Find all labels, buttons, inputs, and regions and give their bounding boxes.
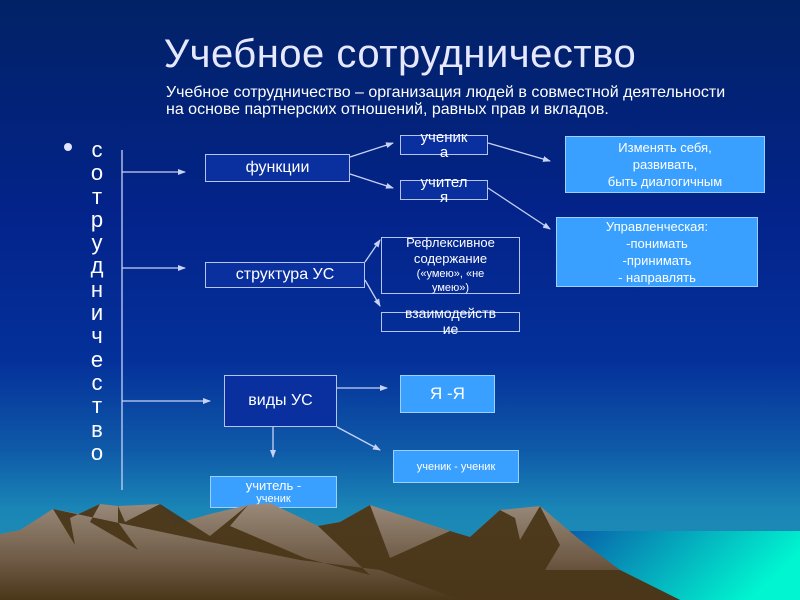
- vertical-letter: у: [91, 230, 103, 256]
- interaction-label-1: взаимодейств: [404, 305, 497, 321]
- mountain-shadow: [53, 504, 680, 600]
- structure-label: структура УС: [235, 266, 335, 283]
- arrow-structure-reflexive: [364, 239, 381, 263]
- arrow-teacher-function: [487, 187, 551, 230]
- vertical-letter: о: [90, 160, 104, 186]
- slide-title: Учебное сотрудничество: [163, 32, 637, 76]
- student-function-line-2: развивать,: [632, 157, 698, 172]
- vertical-letter: н: [90, 276, 104, 302]
- definition-text: Учебное сотрудничество – организация люд…: [166, 84, 726, 118]
- teacher-label-2: я: [439, 189, 449, 206]
- student-function-line-3: быть диалогичным: [607, 174, 723, 189]
- vertical-letter: ч: [91, 323, 103, 349]
- student-student-label: ученик - ученик: [416, 460, 496, 473]
- student-box: ученик а: [400, 130, 488, 160]
- teacher-label-1: учител: [420, 174, 468, 191]
- vertical-letter: и: [90, 300, 104, 326]
- teacher-student-line-1: учитель -: [245, 478, 302, 493]
- functions-box: функции: [205, 154, 350, 182]
- vertical-letter: р: [90, 206, 104, 232]
- vertical-letter: т: [91, 393, 103, 419]
- self-self-label: Я -Я: [430, 384, 465, 403]
- teacher-student-box: учитель - ученик: [210, 476, 337, 508]
- interaction-label-2: ие: [442, 321, 459, 337]
- mountain-landscape: [0, 503, 800, 600]
- vertical-letter: е: [90, 346, 104, 372]
- bullet-icon: [64, 143, 72, 151]
- functions-label: функции: [245, 159, 310, 176]
- vertical-letter: с: [91, 137, 103, 162]
- arrow-functions-teacher: [349, 173, 394, 189]
- arrow-types-student-student: [336, 426, 381, 451]
- interaction-box: взаимодейств ие: [381, 306, 520, 336]
- student-function-box: Изменять себя, развивать, быть диалогичн…: [565, 136, 765, 193]
- reflexive-line-4: умею»): [431, 282, 470, 294]
- vertical-letter: о: [90, 439, 104, 465]
- reflexive-box: Рефлексивное содержание («умею», «не уме…: [381, 235, 520, 294]
- arrow-student-function: [487, 142, 551, 162]
- reflexive-line-1: Рефлексивное: [406, 235, 495, 250]
- types-label: виды УС: [248, 392, 313, 409]
- teacher-function-line-2: -понимать: [626, 236, 688, 251]
- structure-box: структура УС: [205, 262, 365, 288]
- teacher-function-box: Управленческая: -понимать -принимать - н…: [556, 217, 758, 287]
- arrow-structure-interaction: [364, 279, 381, 307]
- student-label-2: а: [439, 144, 449, 161]
- self-self-box: Я -Я: [400, 375, 495, 413]
- types-box: виды УС: [224, 375, 337, 427]
- vertical-letter: с: [91, 369, 103, 395]
- vertical-letter: в: [91, 416, 103, 442]
- student-student-box: ученик - ученик: [393, 450, 519, 483]
- reflexive-line-2: содержание: [413, 251, 488, 266]
- teacher-function-line-4: - направлять: [618, 270, 696, 285]
- teacher-function-line-1: Управленческая:: [605, 219, 709, 234]
- teacher-function-line-3: -принимать: [622, 253, 692, 268]
- vertical-letter: т: [91, 183, 103, 209]
- reflexive-line-3: («умею», «не: [416, 268, 485, 280]
- student-label-1: ученик: [420, 129, 468, 146]
- vertical-letter: д: [90, 253, 104, 279]
- arrow-functions-student: [349, 142, 394, 158]
- teacher-student-line-2: ученик: [256, 493, 291, 505]
- student-function-line-1: Изменять себя,: [618, 140, 712, 155]
- teacher-box: учител я: [400, 175, 488, 205]
